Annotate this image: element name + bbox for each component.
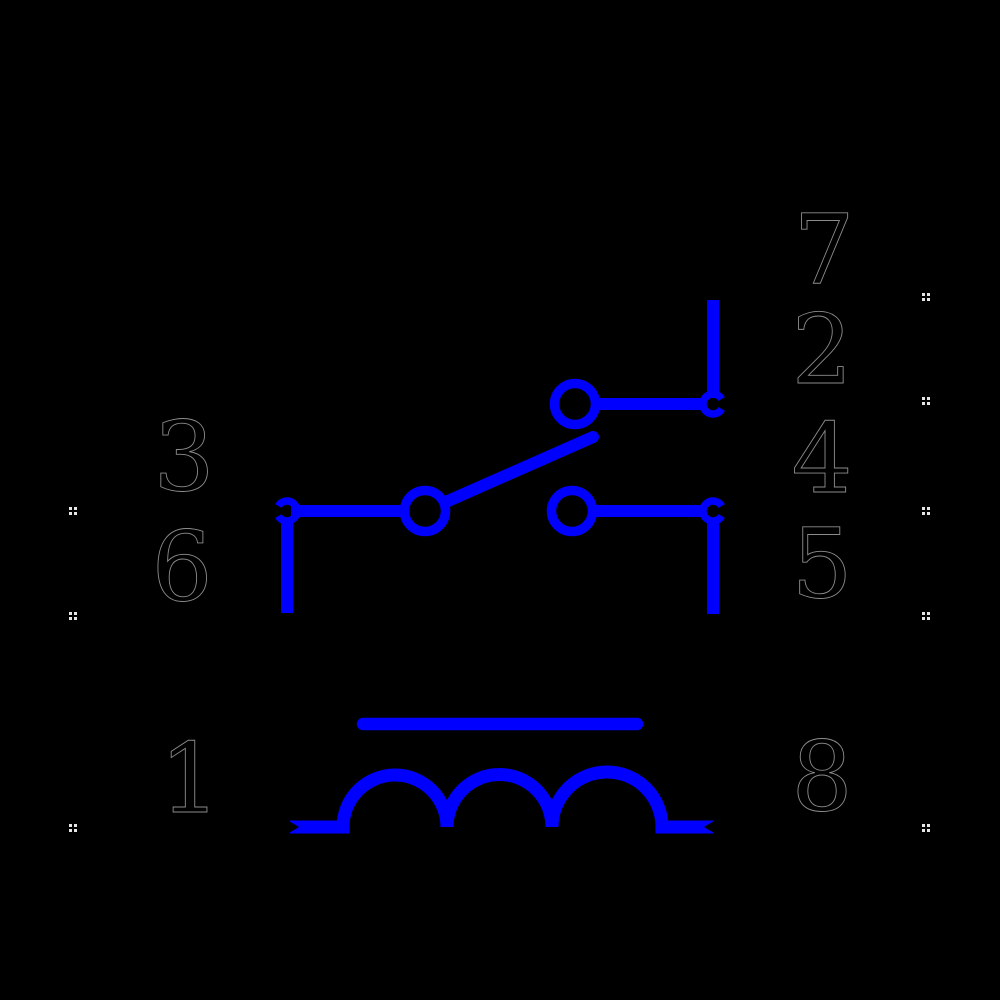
switch-arm: [442, 431, 599, 507]
contact-ring-top: [549, 378, 601, 430]
pin-4-label: 4: [791, 403, 852, 515]
terminal-hook-top-right: [699, 390, 725, 418]
coil-lead-notches-group: [288, 820, 715, 834]
coil-lead-notch-left: [288, 820, 299, 834]
pin-1-label: 1: [159, 723, 220, 835]
pin-7-label: 7: [793, 194, 854, 306]
pin-5-label: 5: [791, 508, 852, 620]
contact-ring-middle: [546, 485, 598, 537]
pin-8-label: 8: [791, 721, 852, 833]
pin-labels-group: 7 2 4 5 8 3 6 1: [151, 194, 855, 836]
pin-6-label: 6: [151, 511, 212, 623]
pin-2-label: 2: [791, 294, 852, 406]
pin-3-label: 3: [153, 401, 214, 513]
coil-lead-notch-right: [704, 820, 715, 834]
contact-ring-common: [399, 485, 451, 537]
circuit-lines-group: [275, 300, 725, 834]
coil-winding: [290, 765, 713, 834]
